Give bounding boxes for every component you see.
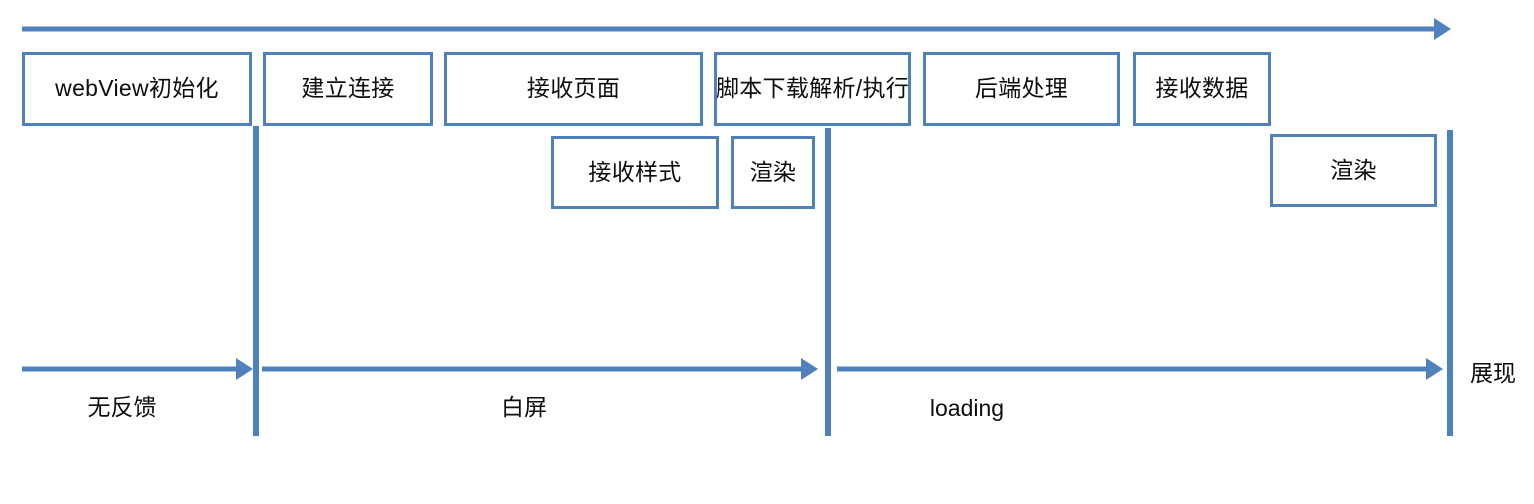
stage-arrow-arrowhead [236,358,253,380]
phase-box-label: 渲染 [749,158,797,185]
stage-label-no-feedback: 无反馈 [87,394,157,420]
time-axis-shaft [22,26,1434,32]
stage-arrow-arrowhead [1426,358,1443,380]
stage-arrow-arrowhead [801,358,818,380]
phase-box-webview-init[interactable]: webView初始化 [22,52,252,126]
phase-box-label: 渲染 [1330,156,1377,183]
phase-box-label: 后端处理 [974,75,1069,102]
phase-box-render-final[interactable]: 渲染 [1270,134,1437,207]
phase-box-label: webView初始化 [55,75,219,102]
phase-box-backend-processing[interactable]: 后端处理 [923,52,1120,126]
phase-box-label: 建立连接 [301,75,395,102]
phase-box-label: 接收样式 [588,158,682,185]
stage-arrow-shaft [262,366,801,372]
phase-box-label: 接收数据 [1155,75,1249,102]
phase-box-label: 接收页面 [526,75,621,102]
phase-box-establish-connection[interactable]: 建立连接 [263,52,433,126]
phase-box-script-download-parse-exec[interactable]: 脚本下载解析/执行 [714,52,911,126]
phase-box-receive-styles[interactable]: 接收样式 [551,136,719,209]
stage-label-loading: loading [929,395,1005,421]
time-axis-arrowhead [1434,18,1451,40]
divider-end-display [1447,130,1453,436]
phase-box-receive-data[interactable]: 接收数据 [1133,52,1271,126]
stage-arrow-shaft [837,366,1426,372]
phase-box-receive-page[interactable]: 接收页面 [444,52,703,126]
stage-arrow-shaft [22,366,236,372]
divider-after-no-feedback [253,126,259,436]
end-label-display: 展现 [1470,360,1516,386]
stage-label-white-screen: 白屏 [501,394,547,420]
phase-box-label: 脚本下载解析/执行 [715,75,910,102]
divider-after-white-screen [825,128,831,436]
phase-box-render-first[interactable]: 渲染 [731,136,815,209]
